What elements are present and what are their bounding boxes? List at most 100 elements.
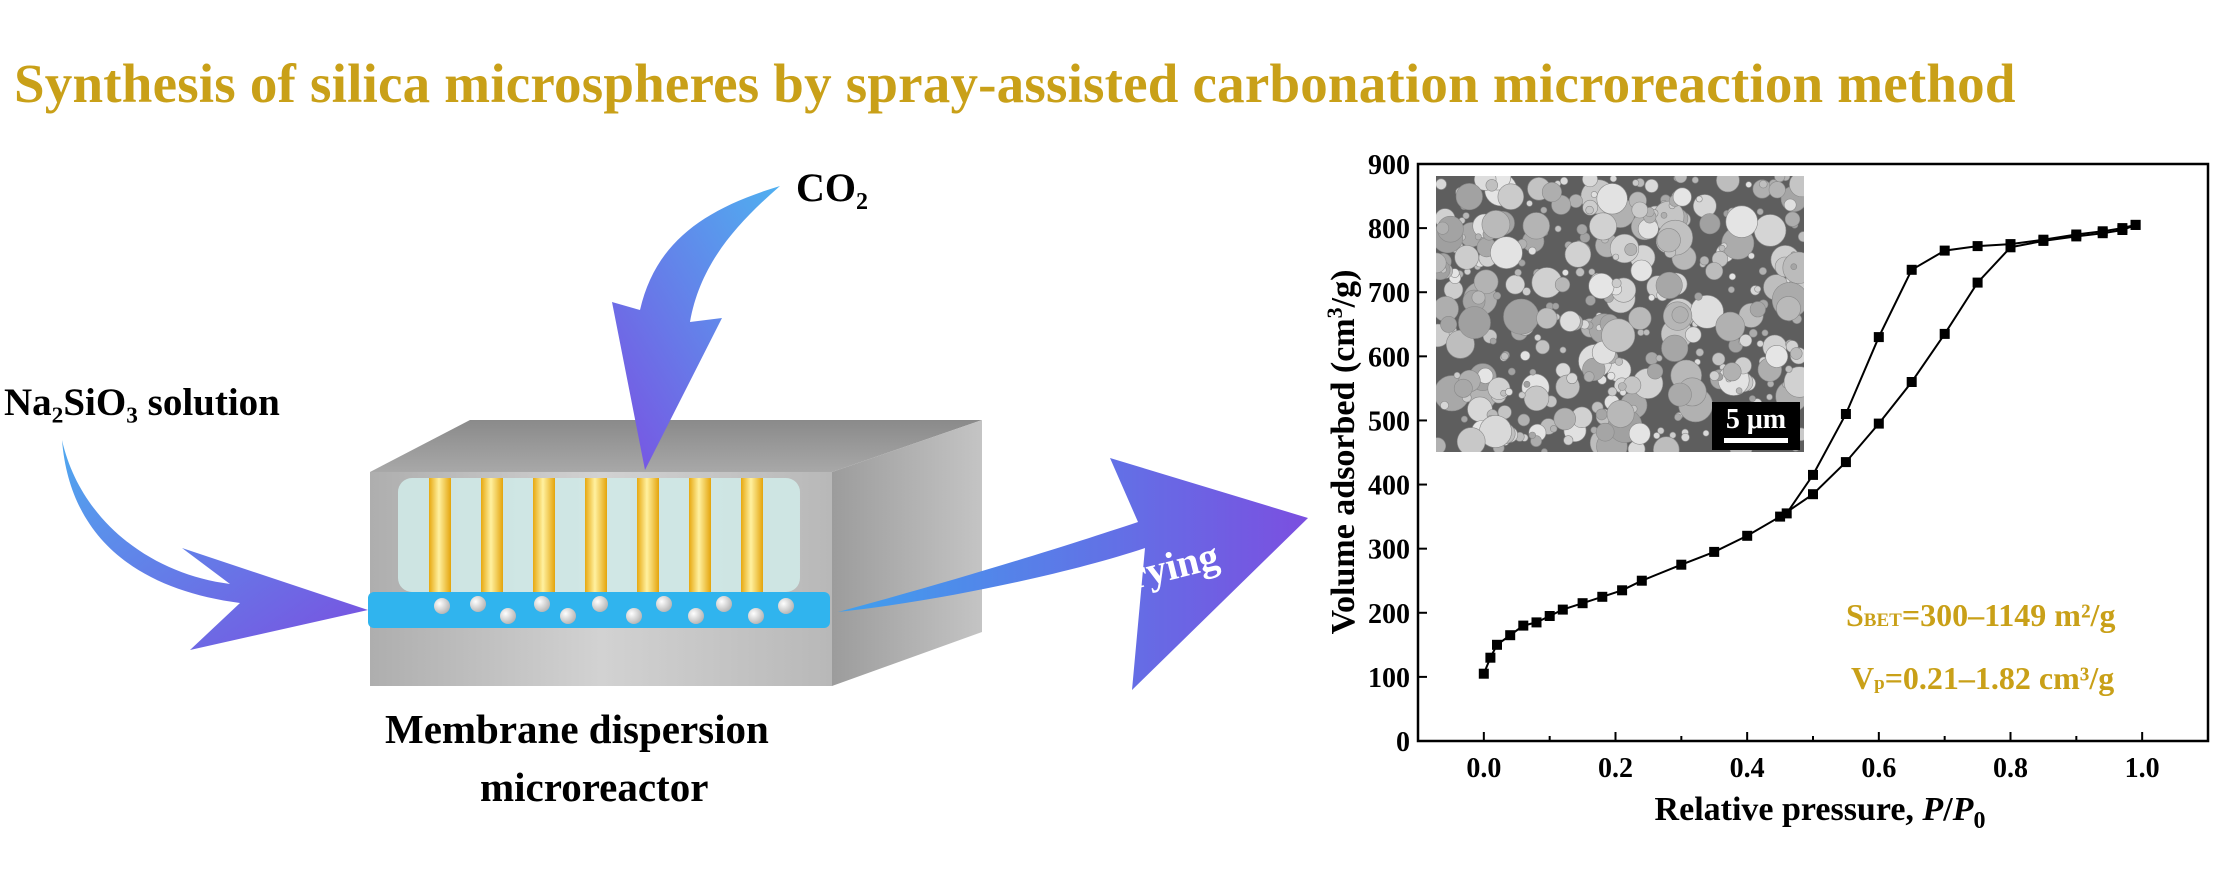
microsphere [656,596,672,612]
sem-particle [1739,334,1753,347]
sem-particle [1782,251,1804,284]
sem-particle [1528,431,1536,439]
microsphere [434,598,450,614]
sem-particle [1624,243,1638,256]
sem-particle [1609,176,1617,183]
reactor-schematic: Spray drying [62,186,1308,690]
isotherm-series [1478,219,2141,679]
data-point [1577,598,1588,609]
sbet-stat: SBET=300–1149 m²/g [1846,597,2115,634]
reactor-box [368,420,982,686]
sem-particle [1674,176,1688,184]
scale-bar-label: 5 μm [1725,404,1787,435]
sem-particle [1617,382,1627,391]
sem-particle [1657,427,1665,435]
sem-particle [1660,212,1668,219]
sem-particle [1776,296,1801,321]
data-point [1906,264,1917,275]
sbet-value: =300–1149 m²/g [1901,597,2116,633]
sem-particle [1674,413,1682,422]
data-point [1775,511,1786,522]
sem-particle [1699,213,1721,235]
sem-particle [1535,339,1550,355]
sem-particle [1695,195,1703,203]
y-tick-label: 0 [1396,727,1410,758]
sem-particle [1560,176,1569,186]
data-point [1485,652,1496,663]
sem-particle [1522,212,1550,240]
sem-particle [1455,183,1483,211]
sem-particle [1735,387,1743,394]
membrane-pore [481,478,503,592]
microsphere [534,596,550,612]
sem-particle [1490,236,1523,269]
sem-particle [1534,334,1542,342]
sem-particle [1667,382,1692,407]
sem-particle [1493,291,1501,300]
microsphere [716,596,732,612]
membrane-pore [585,478,607,592]
x-tick-label: 1.0 [2125,753,2160,784]
sem-particle [1481,210,1511,239]
sem-particle [1505,274,1525,295]
scale-bar-line [1724,438,1788,443]
sem-particle [1614,357,1624,366]
sem-particle [1727,286,1735,294]
sem-particle [1725,205,1758,238]
data-point [1808,469,1818,480]
sem-particle [1712,352,1726,366]
sem-particle [1559,346,1567,354]
sem-particle [1487,377,1511,400]
sem-particle [1526,200,1533,207]
sem-particle [1541,182,1562,203]
data-point [1873,418,1884,429]
microsphere [592,596,608,612]
scale-bar: 5 μm [1712,402,1800,450]
microsphere [748,608,764,624]
sem-particle [1458,306,1491,339]
sem-particle [1728,273,1737,281]
sem-particle [1680,432,1690,442]
adsorption-line [1482,223,2136,675]
sem-particle [1631,201,1649,219]
x-axis-title-main: Relative pressure, [1655,791,1923,828]
microspheres [434,596,794,624]
sem-particle [1528,246,1537,255]
data-point [2038,234,2049,245]
sem-particle [1517,413,1531,427]
sem-particle [1695,348,1704,357]
sem-particle [1568,194,1583,208]
sem-particle [1473,269,1499,295]
sem-particle [1564,241,1592,268]
microsphere [500,608,516,624]
feed-label: Na₂SiO₃ solution [4,381,280,424]
sem-particle [1536,307,1558,329]
sem-particle [1748,395,1756,402]
data-point [1840,457,1851,468]
sem-particle [1583,371,1595,383]
sem-particle [1561,269,1569,276]
sem-particle [1440,315,1458,333]
sem-particle [1790,263,1798,270]
sem-particle [1766,393,1773,401]
sem-particle [1612,253,1620,261]
x-tick-label: 0.6 [1861,753,1896,784]
data-point [1808,489,1818,500]
sem-particle [1761,329,1769,337]
sem-particle [1462,212,1470,220]
sem-particle [1596,183,1628,215]
sem-particle [1790,347,1803,360]
sem-particle [1754,285,1762,293]
sem-particle [1644,179,1659,193]
data-point [1531,617,1542,628]
membrane-pore [533,478,555,592]
y-tick-label: 300 [1368,535,1410,566]
sem-particle [1550,425,1558,433]
sem-particle [1590,191,1598,198]
y-tick-label: 100 [1368,663,1410,694]
sem-particle [1563,435,1574,446]
membrane-pore [637,478,659,592]
data-point [2071,229,2082,240]
sem-particle [1656,228,1681,253]
